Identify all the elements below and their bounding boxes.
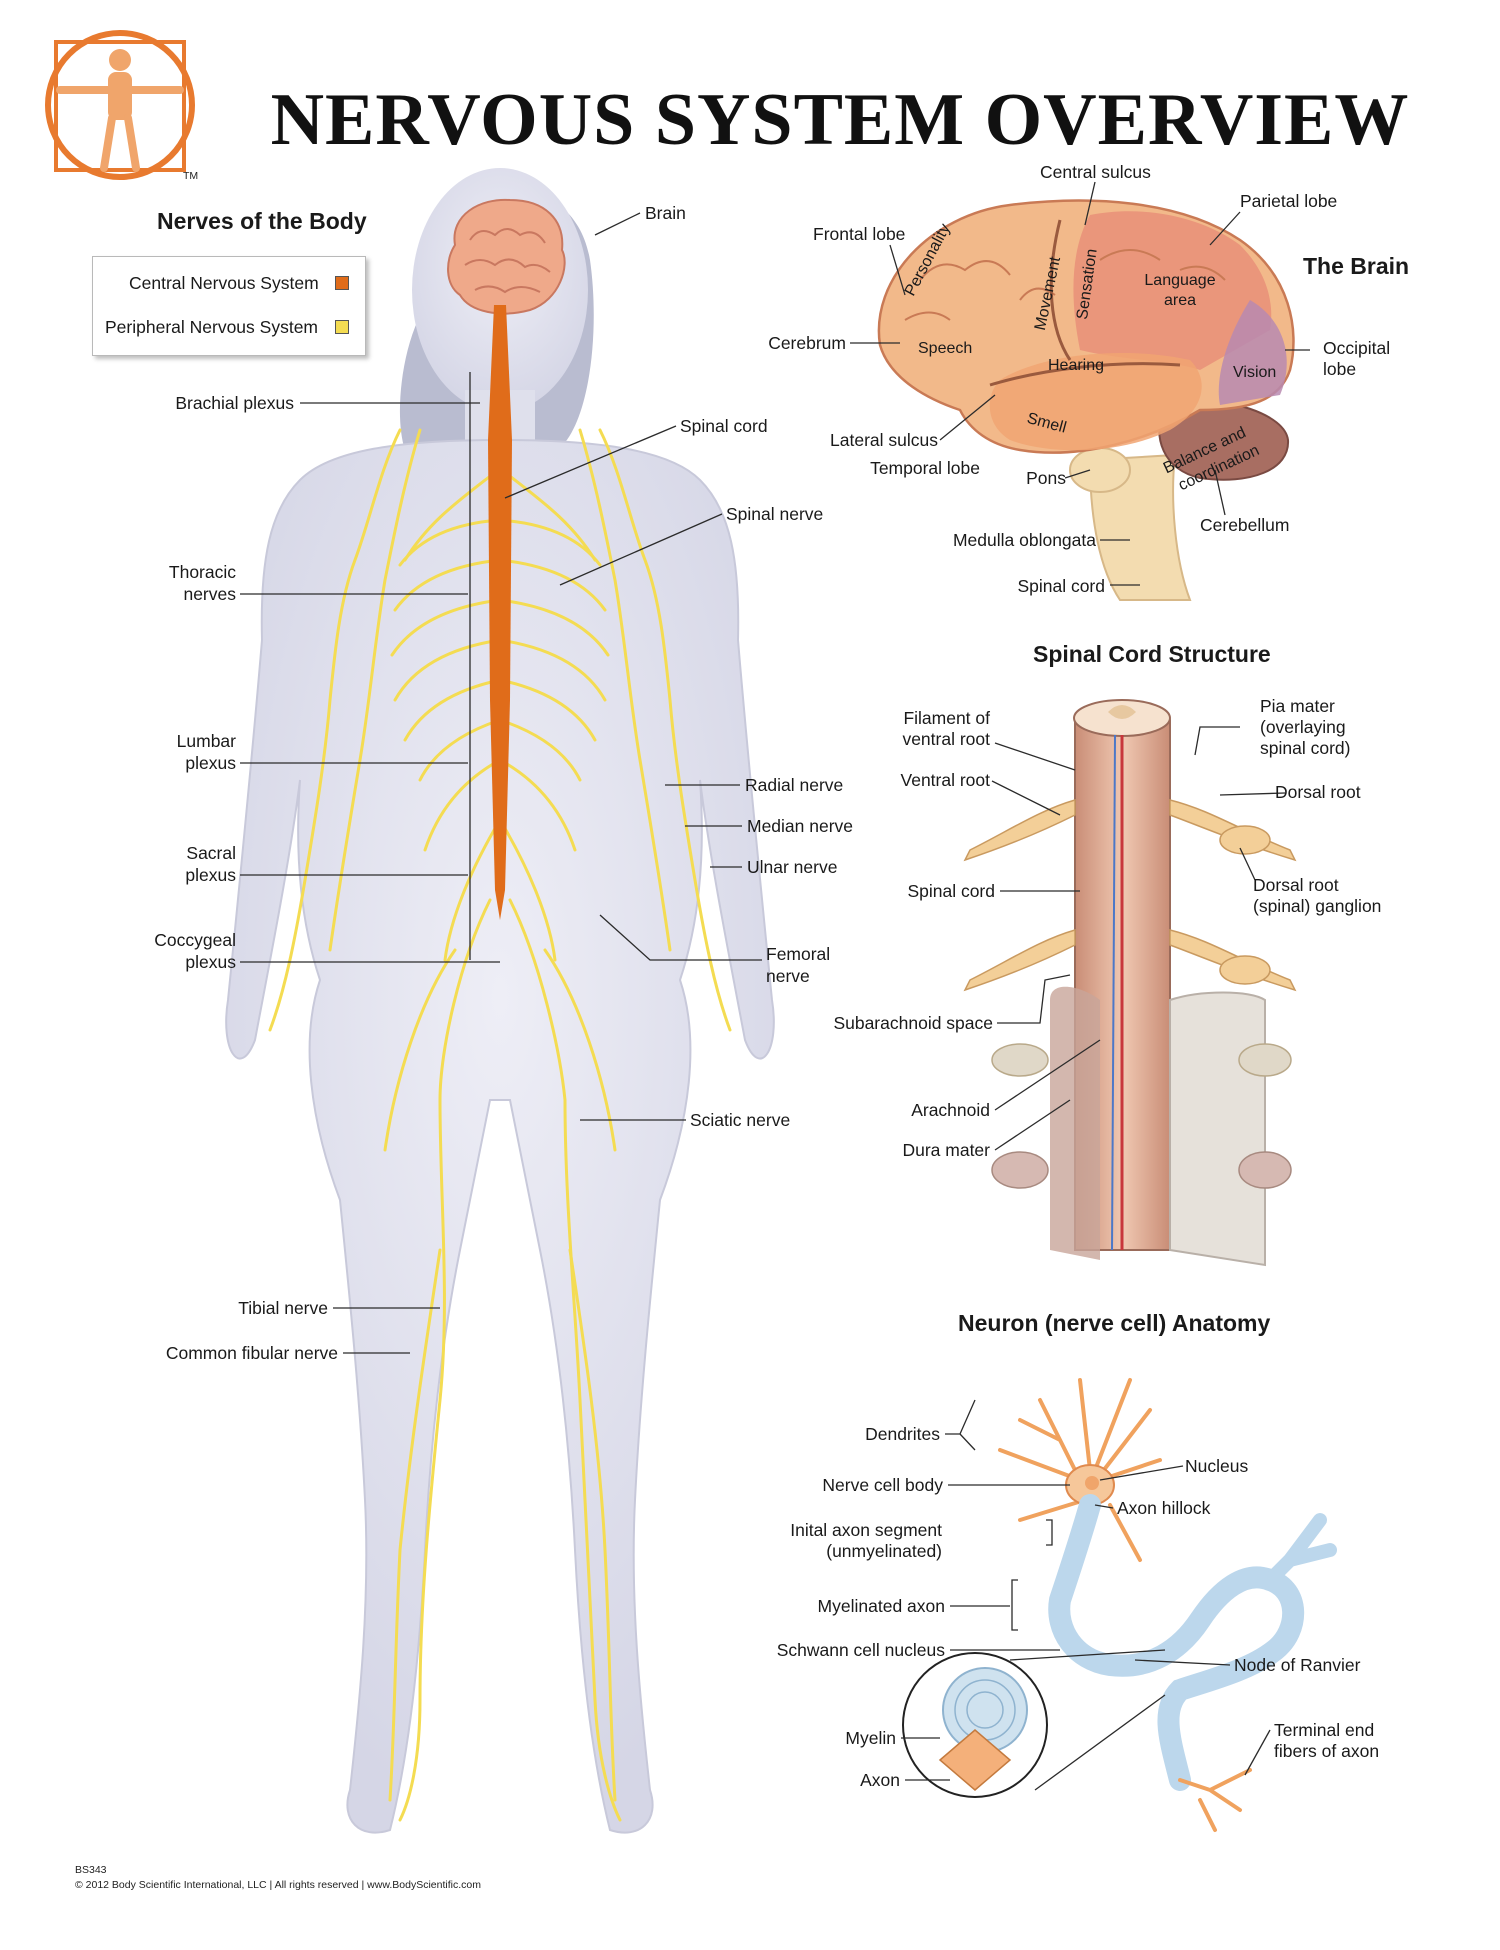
label-ganglion-2: (spinal) ganglion [1253, 896, 1382, 916]
label-ulnar-nerve: Ulnar nerve [747, 857, 838, 877]
body-brain-illustration [447, 198, 566, 315]
label-cerebrum: Cerebrum [768, 333, 846, 353]
label-ventral-root: Ventral root [900, 770, 991, 790]
legend-pns-swatch [335, 320, 349, 334]
label-thoracic-nerves-1: Thoracic [168, 562, 236, 582]
label-temporal-lobe: Temporal lobe [870, 458, 980, 478]
label-dorsal-root: Dorsal root [1275, 782, 1361, 802]
spinal-cord-illustration [963, 699, 1297, 1267]
brain-section-heading: The Brain [1303, 253, 1410, 279]
neuron-leader-lines [901, 1399, 1271, 1791]
label-tibial-nerve: Tibial nerve [238, 1298, 328, 1318]
label-filament-1: Filament of [903, 708, 990, 728]
label-myelin: Myelin [845, 1728, 896, 1748]
label-schwann-nucleus: Schwann cell nucleus [776, 1640, 945, 1660]
label-nerve-cell-body: Nerve cell body [822, 1475, 943, 1495]
spinal-section-heading: Spinal Cord Structure [1033, 641, 1271, 667]
label-femoral-nerve-1: Femoral [766, 944, 831, 964]
neuron-section-heading: Neuron (nerve cell) Anatomy [958, 1310, 1271, 1336]
label-terminal-1: Terminal end [1274, 1720, 1375, 1740]
label-dura-mater: Dura mater [902, 1140, 990, 1160]
legend-cns-label: Central Nervous System [129, 273, 319, 293]
label-filament-2: ventral root [902, 729, 990, 749]
label-brachial-plexus: Brachial plexus [175, 393, 294, 413]
neuron-illustration [902, 1378, 1337, 1832]
region-language-1: Language [1144, 272, 1216, 289]
page-title: NERVOUS SYSTEM OVERVIEW [270, 79, 1410, 161]
label-coccygeal-plexus-1: Coccygeal [154, 930, 236, 950]
label-common-fibular-nerve: Common fibular nerve [165, 1343, 338, 1363]
label-pia-2: (overlaying [1260, 717, 1346, 737]
label-femoral-nerve-2: nerve [766, 966, 810, 986]
label-coccygeal-plexus-2: plexus [185, 952, 236, 972]
label-arachnoid: Arachnoid [911, 1100, 990, 1120]
central-nervous-system [488, 305, 512, 920]
label-spinal-cord-structure: Spinal cord [907, 881, 995, 901]
label-central-sulcus: Central sulcus [1040, 162, 1151, 182]
label-sciatic-nerve: Sciatic nerve [690, 1110, 791, 1130]
footer-code: BS343 [75, 1864, 107, 1876]
label-sacral-plexus-1: Sacral [186, 843, 236, 863]
label-subarachnoid: Subarachnoid space [833, 1013, 993, 1033]
region-speech: Speech [918, 340, 973, 357]
label-lumbar-plexus-1: Lumbar [176, 731, 236, 751]
region-hearing: Hearing [1048, 357, 1105, 374]
region-language-2: area [1163, 292, 1197, 309]
label-axon: Axon [860, 1770, 900, 1790]
brain-detail-illustration [877, 199, 1295, 601]
legend-box: Central Nervous System Peripheral Nervou… [92, 256, 366, 356]
legend-cns-swatch [335, 276, 349, 290]
label-spinal-nerve: Spinal nerve [726, 504, 824, 524]
label-thoracic-nerves-2: nerves [183, 584, 236, 604]
label-nucleus: Nucleus [1185, 1456, 1249, 1476]
peripheral-nerves [268, 428, 732, 1822]
label-myelinated-axon: Myelinated axon [817, 1596, 945, 1616]
label-dendrites: Dendrites [865, 1424, 940, 1444]
label-sacral-plexus-2: plexus [185, 865, 236, 885]
label-axon-hillock: Axon hillock [1117, 1498, 1211, 1518]
legend-pns-label: Peripheral Nervous System [105, 317, 318, 337]
label-parietal-lobe: Parietal lobe [1240, 191, 1338, 211]
label-lateral-sulcus: Lateral sulcus [830, 430, 938, 450]
region-vision: Vision [1233, 364, 1277, 381]
label-lumbar-plexus-2: plexus [185, 753, 236, 773]
vitruvian-logo-icon [45, 30, 195, 180]
label-ganglion-1: Dorsal root [1253, 875, 1339, 895]
label-pia-3: spinal cord) [1260, 738, 1351, 758]
body-leader-lines [240, 212, 762, 1354]
label-medulla: Medulla oblongata [952, 530, 1096, 550]
label-cerebellum: Cerebellum [1200, 515, 1290, 535]
label-brain-spinal-cord: Spinal cord [1017, 576, 1105, 596]
trademark-mark: TM [183, 170, 199, 182]
body-section-heading: Nerves of the Body [157, 208, 367, 234]
label-pons: Pons [1026, 468, 1066, 488]
label-occipital-lobe-1: Occipital [1323, 338, 1391, 358]
label-occipital-lobe-2: lobe [1323, 359, 1357, 379]
brain-leader-lines [850, 181, 1310, 586]
label-terminal-2: fibers of axon [1274, 1741, 1380, 1761]
label-pia-1: Pia mater [1260, 696, 1335, 716]
label-frontal-lobe: Frontal lobe [813, 224, 906, 244]
label-radial-nerve: Radial nerve [745, 775, 844, 795]
label-node-of-ranvier: Node of Ranvier [1234, 1655, 1361, 1675]
label-initial-segment-1: Inital axon segment [790, 1520, 942, 1540]
label-initial-segment-2: (unmyelinated) [826, 1541, 942, 1561]
spinal-leader-lines [991, 726, 1286, 1151]
label-median-nerve: Median nerve [747, 816, 854, 836]
label-brain: Brain [645, 203, 686, 223]
label-spinal-cord: Spinal cord [680, 416, 768, 436]
footer-copyright: © 2012 Body Scientific International, LL… [75, 1879, 481, 1891]
